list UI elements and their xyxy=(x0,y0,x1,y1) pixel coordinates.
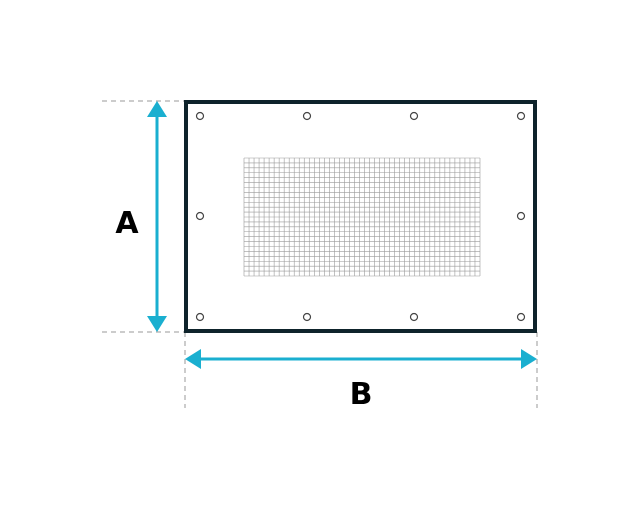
grommet-icon xyxy=(409,111,419,121)
arrow-head-down xyxy=(147,316,167,332)
tarp-frame xyxy=(184,100,537,333)
width-label: B xyxy=(350,377,373,412)
height-arrow xyxy=(147,101,167,332)
grommet-icon xyxy=(302,312,312,322)
grommet-icon xyxy=(516,312,526,322)
grommets xyxy=(195,111,526,322)
arrow-head-up xyxy=(147,101,167,117)
guide-lines xyxy=(102,100,538,408)
grommet-icon xyxy=(195,211,205,221)
arrow-head-left xyxy=(185,349,201,369)
grommet-icon xyxy=(516,211,526,221)
grommet-icon xyxy=(302,111,312,121)
width-arrow xyxy=(185,349,537,369)
grommet-icon xyxy=(516,111,526,121)
grommet-icon xyxy=(195,312,205,322)
mesh-grid xyxy=(243,157,481,277)
grommet-icon xyxy=(195,111,205,121)
height-label: A xyxy=(115,206,139,241)
grommet-icon xyxy=(409,312,419,322)
arrow-head-right xyxy=(521,349,537,369)
